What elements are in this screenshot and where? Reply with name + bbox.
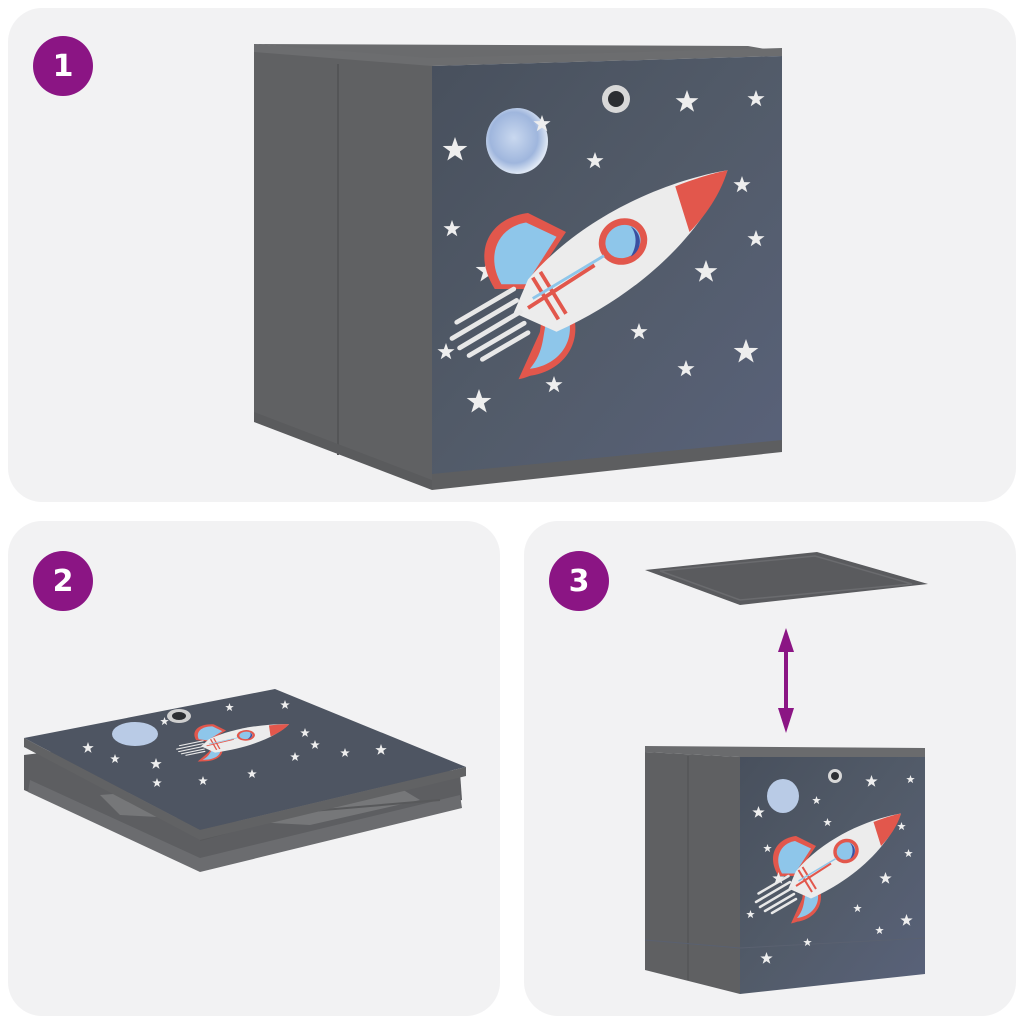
step-1-number: 1	[52, 48, 74, 84]
assembled-box-illustration	[254, 44, 782, 490]
moon-icon	[486, 108, 548, 174]
step-3-badge: 3	[549, 551, 609, 611]
vertical-double-arrow-icon	[778, 628, 794, 733]
step-3-number: 3	[568, 563, 590, 599]
step-2-number: 2	[52, 563, 74, 599]
step-2-panel: 2	[8, 521, 500, 1016]
folded-box-illustration	[24, 689, 466, 872]
bottom-board	[645, 552, 928, 605]
insert-board-illustration	[644, 552, 928, 994]
metal-grommet-icon	[602, 85, 630, 113]
step-2-badge: 2	[33, 551, 93, 611]
box-left-side	[254, 44, 432, 488]
step-3-panel: 3	[524, 521, 1016, 1016]
step-1-badge: 1	[33, 36, 93, 96]
step-1-panel: 1	[8, 8, 1016, 502]
